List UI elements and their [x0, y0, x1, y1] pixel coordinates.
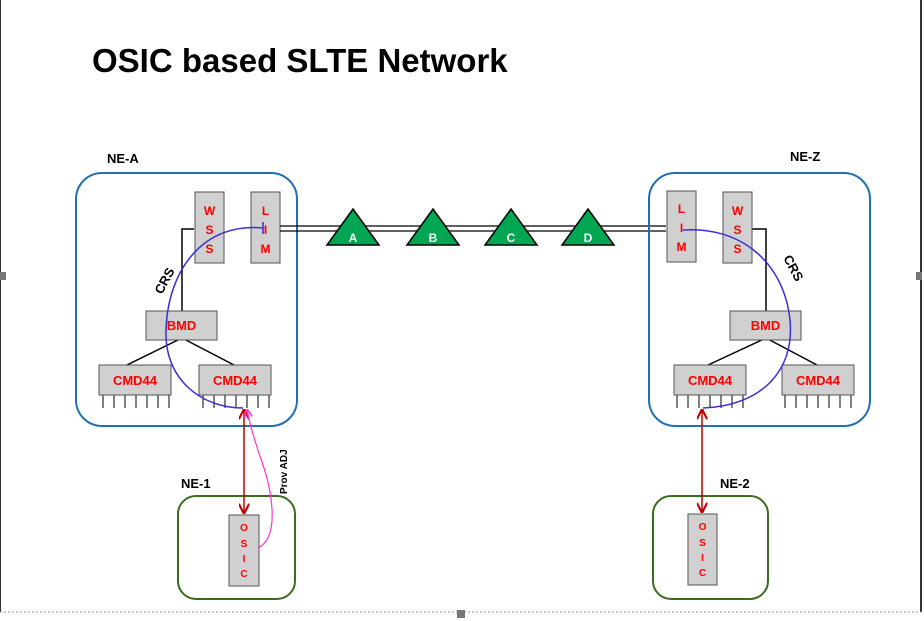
prov-adj-label: Prov ADJ	[279, 449, 290, 494]
ne-1-osic-module[interactable]: O S I C	[228, 514, 260, 587]
ne-a-bmd-label: BMD	[167, 318, 197, 333]
amplifier-d[interactable]: D	[560, 207, 616, 246]
ne-a-crs-curve	[165, 226, 264, 409]
ne-z-wiring	[707, 228, 818, 366]
ne-1-osic-letter: C	[240, 569, 247, 580]
ne-z-lim-letter: M	[677, 240, 687, 254]
prov-adj-curve	[247, 410, 273, 549]
ne-z-cmd44-left-label: CMD44	[688, 373, 733, 388]
ne-a-wss-letter: W	[204, 204, 216, 218]
ne-2-osic-module[interactable]: O S I C	[687, 513, 718, 586]
resize-handle-left[interactable]	[0, 272, 6, 280]
ne-a-wss-module[interactable]: W S S	[194, 191, 225, 264]
amplifier-c[interactable]: C	[483, 207, 539, 246]
ne-z-lim-letter: I	[680, 221, 683, 235]
amplifier-b[interactable]: B	[405, 207, 461, 246]
ne-z-lim-letter: L	[678, 202, 685, 216]
ne-z-wss-module[interactable]: W S S	[722, 191, 753, 264]
ne-2-label: NE-2	[720, 476, 750, 491]
page-title: OSIC based SLTE Network	[92, 42, 508, 79]
ne-2-osic-letter: S	[699, 538, 706, 549]
amplifier-c-label: C	[507, 231, 516, 245]
ne-z-wss-letter: S	[733, 242, 741, 256]
ne-1-box[interactable]	[177, 495, 296, 600]
ne-a-label: NE-A	[107, 151, 139, 166]
amplifier-a-label: A	[349, 231, 358, 245]
ne-z-crs-curve	[682, 228, 792, 409]
ne-2-box[interactable]	[652, 495, 769, 600]
ne-z-wss-letter: W	[732, 204, 744, 218]
ne-z-cmd44-right-label: CMD44	[796, 373, 841, 388]
ne-a-lim-letter: I	[264, 223, 267, 237]
amplifier-d-label: D	[584, 231, 593, 245]
ne-a-box[interactable]	[75, 172, 298, 427]
ne-1-osic-letter: O	[240, 523, 248, 534]
ne-2-osic-letter: O	[699, 522, 707, 533]
ne-1-label: NE-1	[181, 476, 211, 491]
ne-a-cmd44-right-label: CMD44	[213, 373, 258, 388]
amplifier-a[interactable]: A	[325, 207, 381, 246]
ne-z-bmd-label: BMD	[751, 318, 781, 333]
ne-z-cmd44-right[interactable]: CMD44	[781, 364, 855, 396]
ne-a-bmd-module[interactable]: BMD	[145, 310, 218, 341]
ne-z-box[interactable]	[648, 172, 871, 427]
ne-a-crs-label: CRS	[151, 265, 177, 297]
ne-a-cmd44-left-label: CMD44	[113, 373, 158, 388]
ne-a-wiring	[126, 228, 235, 366]
ne-a-cmd44-right[interactable]: CMD44	[198, 364, 272, 396]
ne-z-crs-label: CRS	[780, 252, 806, 284]
resize-handle-bottom[interactable]	[457, 610, 465, 618]
resize-handle-right[interactable]	[916, 272, 922, 280]
ne-1-osic-letter: S	[241, 539, 248, 550]
ne-a-cmd-ports	[102, 395, 270, 408]
ne-z-cmd-ports	[676, 395, 852, 408]
ne-1-osic-letter: I	[243, 554, 246, 565]
ne-a-wss-letter: S	[205, 223, 213, 237]
amplifier-b-label: B	[429, 231, 438, 245]
ne-2-osic-letter: C	[699, 568, 706, 579]
ne-z-wss-letter: S	[733, 223, 741, 237]
ne-z-cmd44-left[interactable]: CMD44	[673, 364, 747, 396]
ne-a-cmd44-left[interactable]: CMD44	[98, 364, 172, 396]
ne-z-lim-module[interactable]: L I M	[666, 190, 697, 263]
ne-z-label: NE-Z	[790, 149, 820, 164]
ne-a-wss-letter: S	[205, 242, 213, 256]
ne-a-lim-letter: L	[262, 204, 269, 218]
ne-2-osic-letter: I	[701, 553, 704, 564]
ne-a-lim-letter: M	[261, 242, 271, 256]
